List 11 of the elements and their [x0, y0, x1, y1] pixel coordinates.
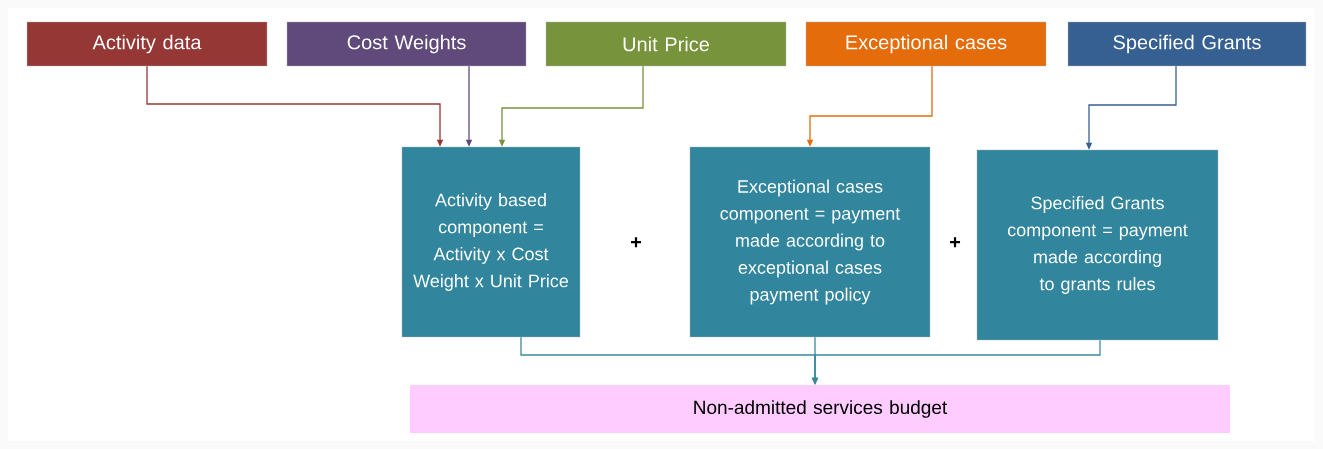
component-box: Specified Grants component = payment made according to grants rules: [976, 149, 1219, 341]
component-box: Activity based component = Activity x Cost Weight x Unit Price: [401, 146, 581, 338]
plus-sign: +: [950, 237, 961, 248]
header-box: Exceptional cases: [805, 21, 1047, 67]
header-box: Activity data: [26, 21, 268, 67]
header-box: Unit Price: [545, 21, 787, 67]
header-box: Cost Weights: [286, 21, 527, 67]
component-box: Exceptional cases component = payment made according to exceptional cases payment policy: [689, 146, 931, 338]
header-box: Specified Grants: [1067, 21, 1307, 67]
plus-sign: +: [631, 237, 642, 248]
budget-bar: Non-admitted services budget: [410, 385, 1230, 433]
